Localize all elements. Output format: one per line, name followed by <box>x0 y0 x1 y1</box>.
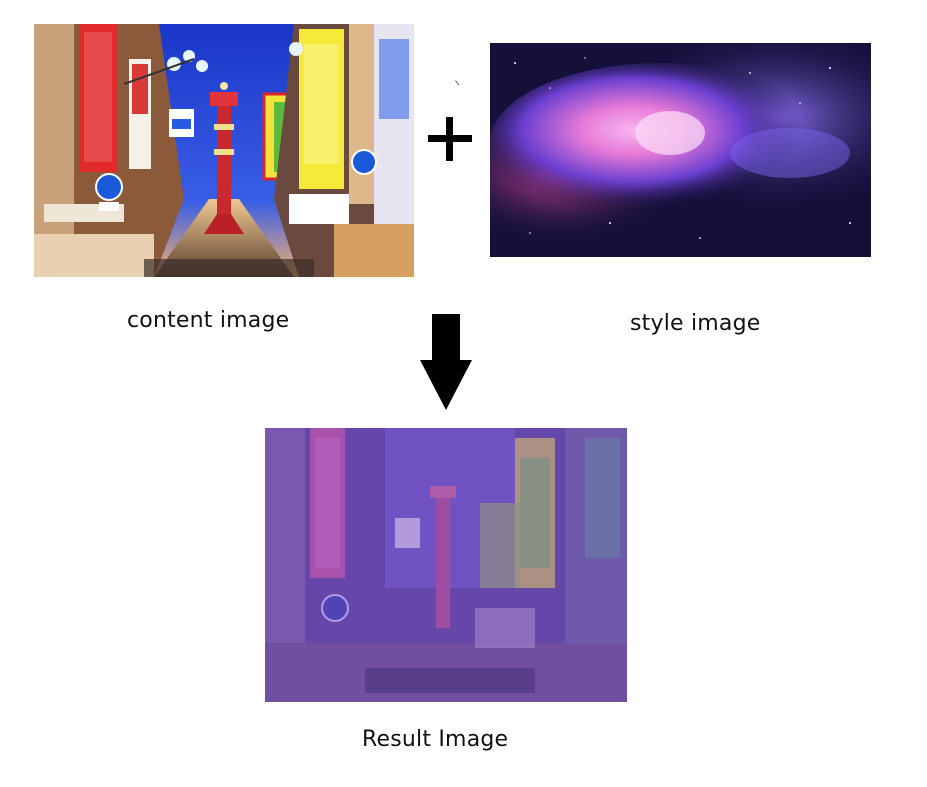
stray-mark <box>455 80 460 86</box>
style-image-graphic <box>490 43 871 257</box>
arrow-down-icon <box>420 314 472 410</box>
plus-vertical-bar <box>446 117 453 161</box>
content-image-caption: content image <box>127 308 290 333</box>
style-image-caption: style image <box>630 311 761 336</box>
content-image-graphic <box>34 24 414 277</box>
result-image <box>265 428 627 702</box>
result-image-caption: Result Image <box>362 727 509 752</box>
content-image <box>34 24 414 277</box>
result-image-graphic <box>265 428 627 702</box>
plus-icon <box>428 117 472 161</box>
style-image <box>490 43 871 257</box>
